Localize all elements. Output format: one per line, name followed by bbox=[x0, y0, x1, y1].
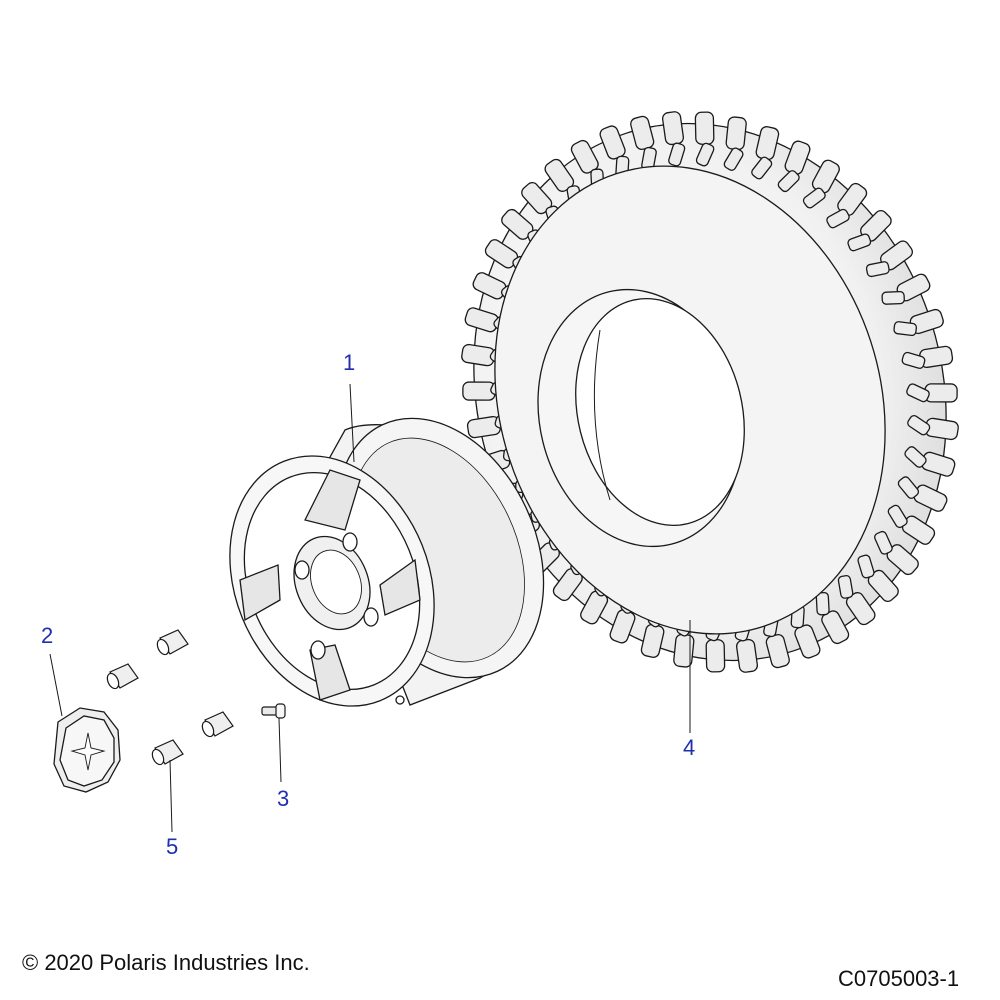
lug-hole bbox=[363, 607, 379, 627]
tread-lug bbox=[694, 111, 715, 145]
tread-lug bbox=[777, 170, 800, 193]
tread-lug bbox=[874, 530, 893, 555]
leader-line-valve-stem bbox=[278, 717, 282, 783]
lug-hole bbox=[294, 560, 310, 580]
tread-lug bbox=[705, 639, 726, 673]
lug-nut bbox=[151, 739, 184, 766]
callout-1-rim: 1 bbox=[343, 350, 356, 375]
tread-lug bbox=[901, 351, 926, 369]
rim-center-bore-inner bbox=[310, 549, 362, 615]
callout-4-tire: 4 bbox=[683, 735, 696, 760]
tread-lug bbox=[906, 383, 930, 403]
tread-lug bbox=[857, 554, 875, 579]
leader-line-hub-cap bbox=[49, 653, 63, 717]
callout-5-lug-nut: 5 bbox=[166, 834, 179, 859]
tread-lug bbox=[893, 321, 918, 337]
tread-lug bbox=[673, 633, 695, 668]
tread-lug bbox=[723, 147, 744, 171]
tread-lug bbox=[815, 591, 830, 616]
tread-lug bbox=[881, 290, 905, 305]
tread-lug bbox=[661, 111, 685, 146]
lug-hole bbox=[310, 640, 326, 660]
tire-inner-wall bbox=[593, 329, 611, 501]
tire-bead-opening bbox=[575, 298, 745, 526]
tread-lug bbox=[924, 383, 958, 403]
callout-3-valve-stem: 3 bbox=[277, 786, 290, 811]
lug-hole bbox=[342, 532, 358, 552]
tire bbox=[461, 111, 959, 673]
lug-nut bbox=[106, 663, 139, 690]
tread-lug bbox=[907, 414, 931, 436]
tread-lug bbox=[802, 187, 826, 209]
tread-lug bbox=[668, 142, 686, 167]
hub-cap-logo-icon bbox=[70, 732, 106, 771]
tread-lug bbox=[725, 116, 747, 151]
rim-spoke bbox=[304, 469, 361, 531]
hub-cap bbox=[53, 707, 121, 793]
tread-lug bbox=[837, 575, 854, 599]
lug-nut bbox=[156, 629, 189, 656]
tread-lug bbox=[735, 638, 759, 673]
leader-line-lug-nut bbox=[169, 759, 173, 833]
figure-id: C0705003-1 bbox=[838, 966, 960, 991]
tread-lug bbox=[897, 476, 920, 499]
tread-lug bbox=[887, 504, 908, 529]
copyright-notice: © 2020 Polaris Industries Inc. bbox=[22, 950, 310, 975]
lug-nut bbox=[201, 711, 234, 738]
leader-line-rim bbox=[349, 383, 355, 463]
lug-nuts bbox=[106, 629, 234, 766]
tread-lug bbox=[904, 446, 927, 468]
rim bbox=[229, 417, 545, 707]
rim-spoke bbox=[239, 564, 281, 622]
tread-lug bbox=[462, 381, 496, 401]
tread-lug bbox=[826, 208, 850, 229]
tread-lug bbox=[695, 142, 715, 167]
valve-hole bbox=[395, 695, 405, 705]
tread-lug bbox=[751, 156, 773, 180]
valve-stem bbox=[261, 703, 286, 719]
rim-spoke bbox=[379, 558, 421, 616]
callout-2-hub-cap: 2 bbox=[41, 623, 54, 648]
tread-lug bbox=[865, 261, 890, 278]
tread-lug bbox=[847, 233, 872, 252]
